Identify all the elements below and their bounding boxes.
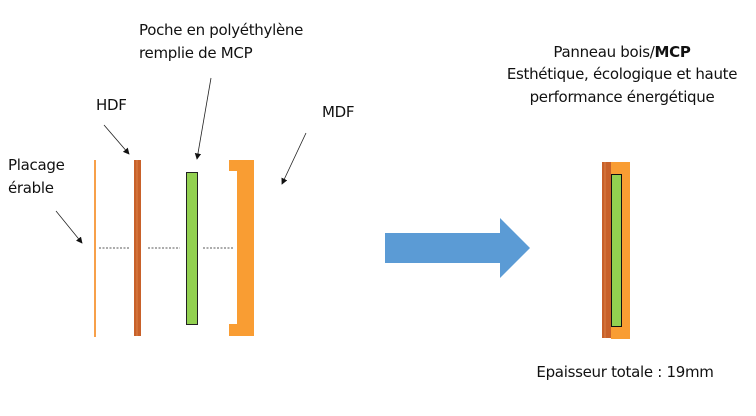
poche-label-line2: remplie de MCP <box>139 44 253 62</box>
poche-label-line1: Poche en polyéthylène <box>139 21 304 39</box>
placage-pointer-arrow <box>55 210 83 244</box>
hdf-pointer-arrow <box>103 124 130 155</box>
result-title-bold: MCP <box>654 43 691 61</box>
pcm-pouch-layer <box>186 172 198 325</box>
placage-label-line1: Placage <box>8 156 65 174</box>
hdf-label: HDF <box>96 96 127 114</box>
mdf-label: MDF <box>322 103 355 121</box>
placage-label-line2: érable <box>8 179 54 197</box>
poche-pointer-arrow <box>194 77 212 160</box>
transform-arrow <box>385 218 530 278</box>
hdf-layer <box>134 160 141 336</box>
result-title-prefix: Panneau bois/ <box>553 43 655 61</box>
mdf-layer <box>229 160 254 336</box>
assembled-pcm <box>611 174 622 327</box>
result-title: Panneau bois/MCP <box>522 41 722 63</box>
assembled-hdf <box>602 162 611 338</box>
thickness-label: Epaisseur totale : 19mm <box>536 363 714 381</box>
result-line2: Esthétique, écologique et haute <box>506 65 738 83</box>
placage-layer <box>94 160 96 337</box>
result-line3: performance énergétique <box>529 88 715 106</box>
mdf-pointer-arrow <box>281 132 307 185</box>
